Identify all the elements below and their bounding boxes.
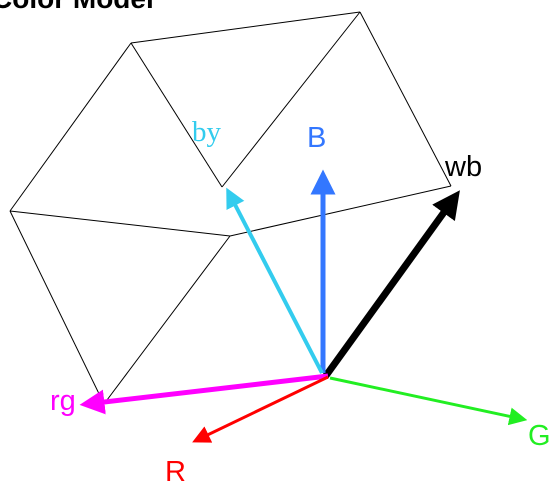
cube-edge — [229, 185, 452, 237]
rg-axis-label: rg — [50, 385, 76, 417]
b-axis-label: B — [307, 122, 326, 154]
axis-arrows — [79, 169, 528, 443]
cube-edge — [9, 210, 105, 405]
cube-edge — [221, 11, 361, 188]
cube-edge — [130, 11, 361, 44]
r-axis-label: R — [165, 456, 186, 488]
color-cube-wireframe — [9, 11, 452, 405]
cube-edge — [9, 42, 132, 212]
by-axis-label: by — [192, 116, 222, 148]
g-axis-label: G — [528, 420, 551, 452]
diagram-title: Color Model — [0, 0, 154, 14]
cube-edge — [130, 42, 223, 188]
cube-edge — [103, 235, 231, 405]
rg-axis-arrow — [79, 373, 329, 415]
cube-edge — [359, 11, 452, 187]
cube-edge — [9, 210, 231, 237]
wb-axis-label: wb — [444, 151, 482, 183]
by-axis-arrow — [226, 187, 324, 374]
wb-axis-arrow — [322, 190, 460, 380]
r-axis-arrow — [192, 375, 329, 443]
g-axis-arrow — [329, 376, 528, 426]
